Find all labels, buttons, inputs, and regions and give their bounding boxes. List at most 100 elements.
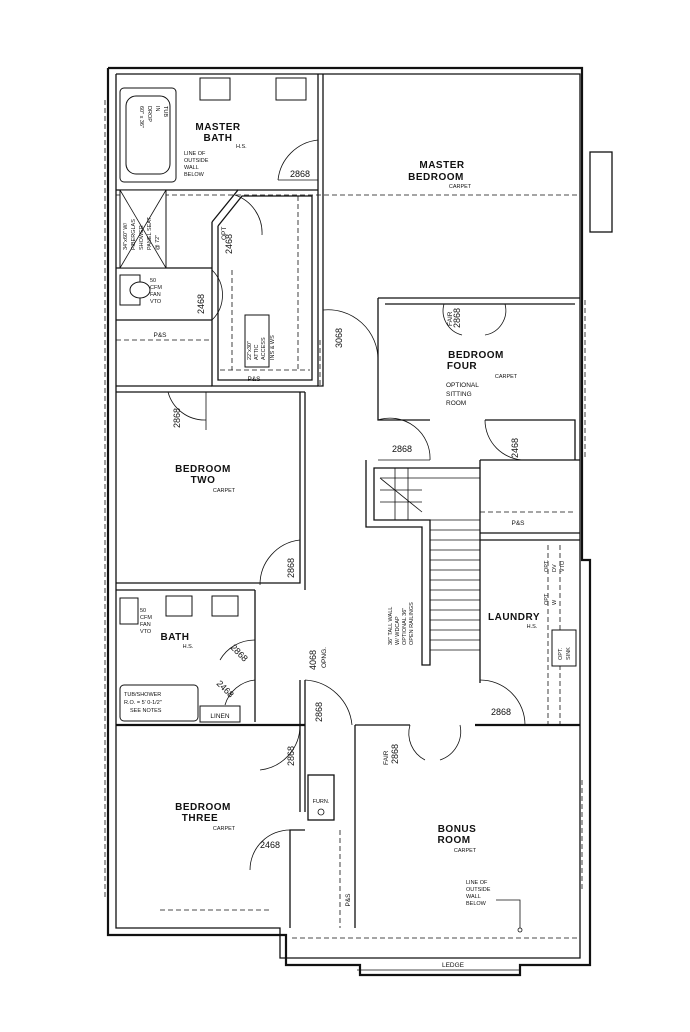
fair-label-2: FAIR — [383, 750, 390, 765]
shower-note-2: FIBERGLAS — [131, 219, 137, 250]
laundry-note: H.S. — [527, 624, 538, 630]
sink-right — [275, 77, 307, 101]
bedroom-four-title: BEDROOM — [448, 350, 504, 361]
dryer-vent-note-3: VTO — [560, 560, 566, 572]
bedroom-two-title: BEDROOM — [175, 464, 231, 475]
outside-wall-note-2-line3: WALL — [466, 894, 481, 900]
opt-label: OPT — [221, 227, 228, 240]
shower-note-5: @ 72" — [155, 235, 161, 250]
bath-note: H.S. — [183, 644, 194, 650]
tub-note-1: 60" x 36" — [138, 106, 144, 128]
fan-bath-4: VTO — [140, 629, 152, 635]
opt-sink-note-2: SINK — [566, 647, 572, 660]
tub-note-2: DROP — [146, 106, 152, 122]
tub-shower-note-1: TUB/SHOWER — [124, 692, 161, 698]
bonus-room-title-2: ROOM — [437, 835, 470, 846]
master-bath-note: H.S. — [236, 144, 247, 150]
outside-wall-note-2-line4: BELOW — [466, 901, 487, 907]
outside-wall-note-1-line2: OUTSIDE — [184, 158, 209, 164]
outside-wall-note-2-line1: LINE OF — [466, 880, 488, 886]
fan-master-4: VTO — [150, 299, 162, 305]
dim-2868-d: 2868 — [172, 408, 182, 428]
dryer-vent-note-2: DV — [552, 564, 558, 572]
outside-wall-note-2-line2: OUTSIDE — [466, 887, 491, 893]
fixtures — [119, 77, 577, 723]
dim-2468-a: 2468 — [224, 234, 234, 254]
opt-w-note-1: OPT. — [544, 592, 550, 605]
outside-wall-note-1-line3: WALL — [184, 165, 199, 171]
dim-2868-j: 2868 — [491, 707, 511, 717]
fan-master-2: CFM — [150, 285, 162, 291]
dim-2868-e: 2868 — [286, 558, 296, 578]
bedroom-three-title: BEDROOM — [175, 802, 231, 813]
dim-3068: 3068 — [334, 328, 344, 348]
opt-w-note-2: W — [552, 599, 558, 605]
dim-2468-d: 2468 — [215, 678, 236, 699]
linen-label: LINEN — [210, 713, 229, 720]
bath-title: BATH — [160, 632, 189, 643]
master-bedroom-title-2: BEDROOM — [408, 172, 464, 183]
attic-access — [244, 314, 270, 368]
dim-2868-g: 2868 — [314, 702, 324, 722]
bedroom-two-floor: CARPET — [213, 488, 236, 494]
laundry-title: LAUNDRY — [488, 612, 540, 623]
ps-label-4: P&S — [345, 893, 352, 907]
fair-label-1: FAIR — [447, 311, 454, 326]
railing-note-4: OPEN RAILINGS — [409, 602, 415, 645]
attic-note-4: INS & WS — [270, 335, 276, 360]
fan-bath-2: CFM — [140, 615, 152, 621]
railing-note-2: W/ WDCAP — [395, 616, 401, 645]
tub-shower-note-3: SEE NOTES — [130, 708, 162, 714]
fan-master-1: 50 — [150, 278, 156, 284]
bedroom-two-title-2: TWO — [191, 475, 216, 486]
interior-walls — [116, 74, 580, 928]
bedroom-four-note-2: SITTING — [446, 391, 472, 398]
bay-window — [589, 151, 613, 233]
bath-sink-1 — [165, 595, 193, 617]
bonus-room-title: BONUS — [438, 824, 477, 835]
attic-note-3: ACCESS — [261, 337, 267, 360]
opening-label: OPNG. — [321, 647, 328, 668]
dim-2468-e: 2468 — [260, 840, 280, 850]
attic-note-2: ATTIC — [254, 344, 260, 360]
sink-left — [199, 77, 231, 101]
bath-sink-2 — [211, 595, 239, 617]
bedroom-four-floor: CARPET — [495, 374, 518, 380]
dashed-lines — [104, 100, 586, 939]
dim-4068: 4068 — [308, 650, 318, 670]
master-bath-title-2: BATH — [203, 133, 232, 144]
furnace-label: FURN. — [313, 799, 330, 805]
fan-bath-1: 50 — [140, 608, 146, 614]
railing-note-1: 36" TALL WALL — [388, 607, 394, 645]
fan-bath-3: FAN — [140, 622, 151, 628]
laundry-sink — [551, 629, 577, 667]
linen-shelf — [199, 705, 241, 723]
ps-label-3: P&S — [511, 520, 525, 527]
dim-2868-b: 2868 — [452, 308, 462, 328]
tub-shower-note-2: R.O. = 5' 0-1/2" — [124, 700, 162, 706]
opt-sink-note-1: OPT. — [558, 647, 564, 660]
dim-2468-c: 2468 — [510, 438, 520, 458]
outside-wall-note-1-line1: LINE OF — [184, 151, 206, 157]
toilet-bath — [119, 597, 139, 625]
ps-label-1: P&S — [153, 332, 167, 339]
staircase — [365, 460, 480, 666]
outside-wall-note-1-line4: BELOW — [184, 172, 205, 178]
bedroom-four-note-1: OPTIONAL — [446, 382, 479, 389]
tub-note-3: IN — [154, 106, 160, 112]
dim-2468-b: 2468 — [196, 294, 206, 314]
bedroom-three-title-2: THREE — [182, 813, 218, 824]
bedroom-four-note-3: ROOM — [446, 400, 466, 407]
shower-note-3: SHOWER — [139, 225, 145, 250]
dim-2868-a: 2868 — [290, 169, 310, 179]
railing-note-3: OPTIONAL 36" — [402, 608, 408, 645]
shower-note-1: 34"x60" W/ — [123, 222, 129, 250]
dim-2868-i: 2868 — [390, 744, 400, 764]
ps-label-2: P&S — [247, 376, 261, 383]
dim-2868-f: 2868 — [229, 642, 250, 663]
exterior-walls — [106, 66, 613, 977]
bedroom-four-title-2: FOUR — [447, 361, 478, 372]
door-swings — [167, 139, 526, 871]
fan-master-3: FAN — [150, 292, 161, 298]
dim-2868-h: 2868 — [286, 746, 296, 766]
